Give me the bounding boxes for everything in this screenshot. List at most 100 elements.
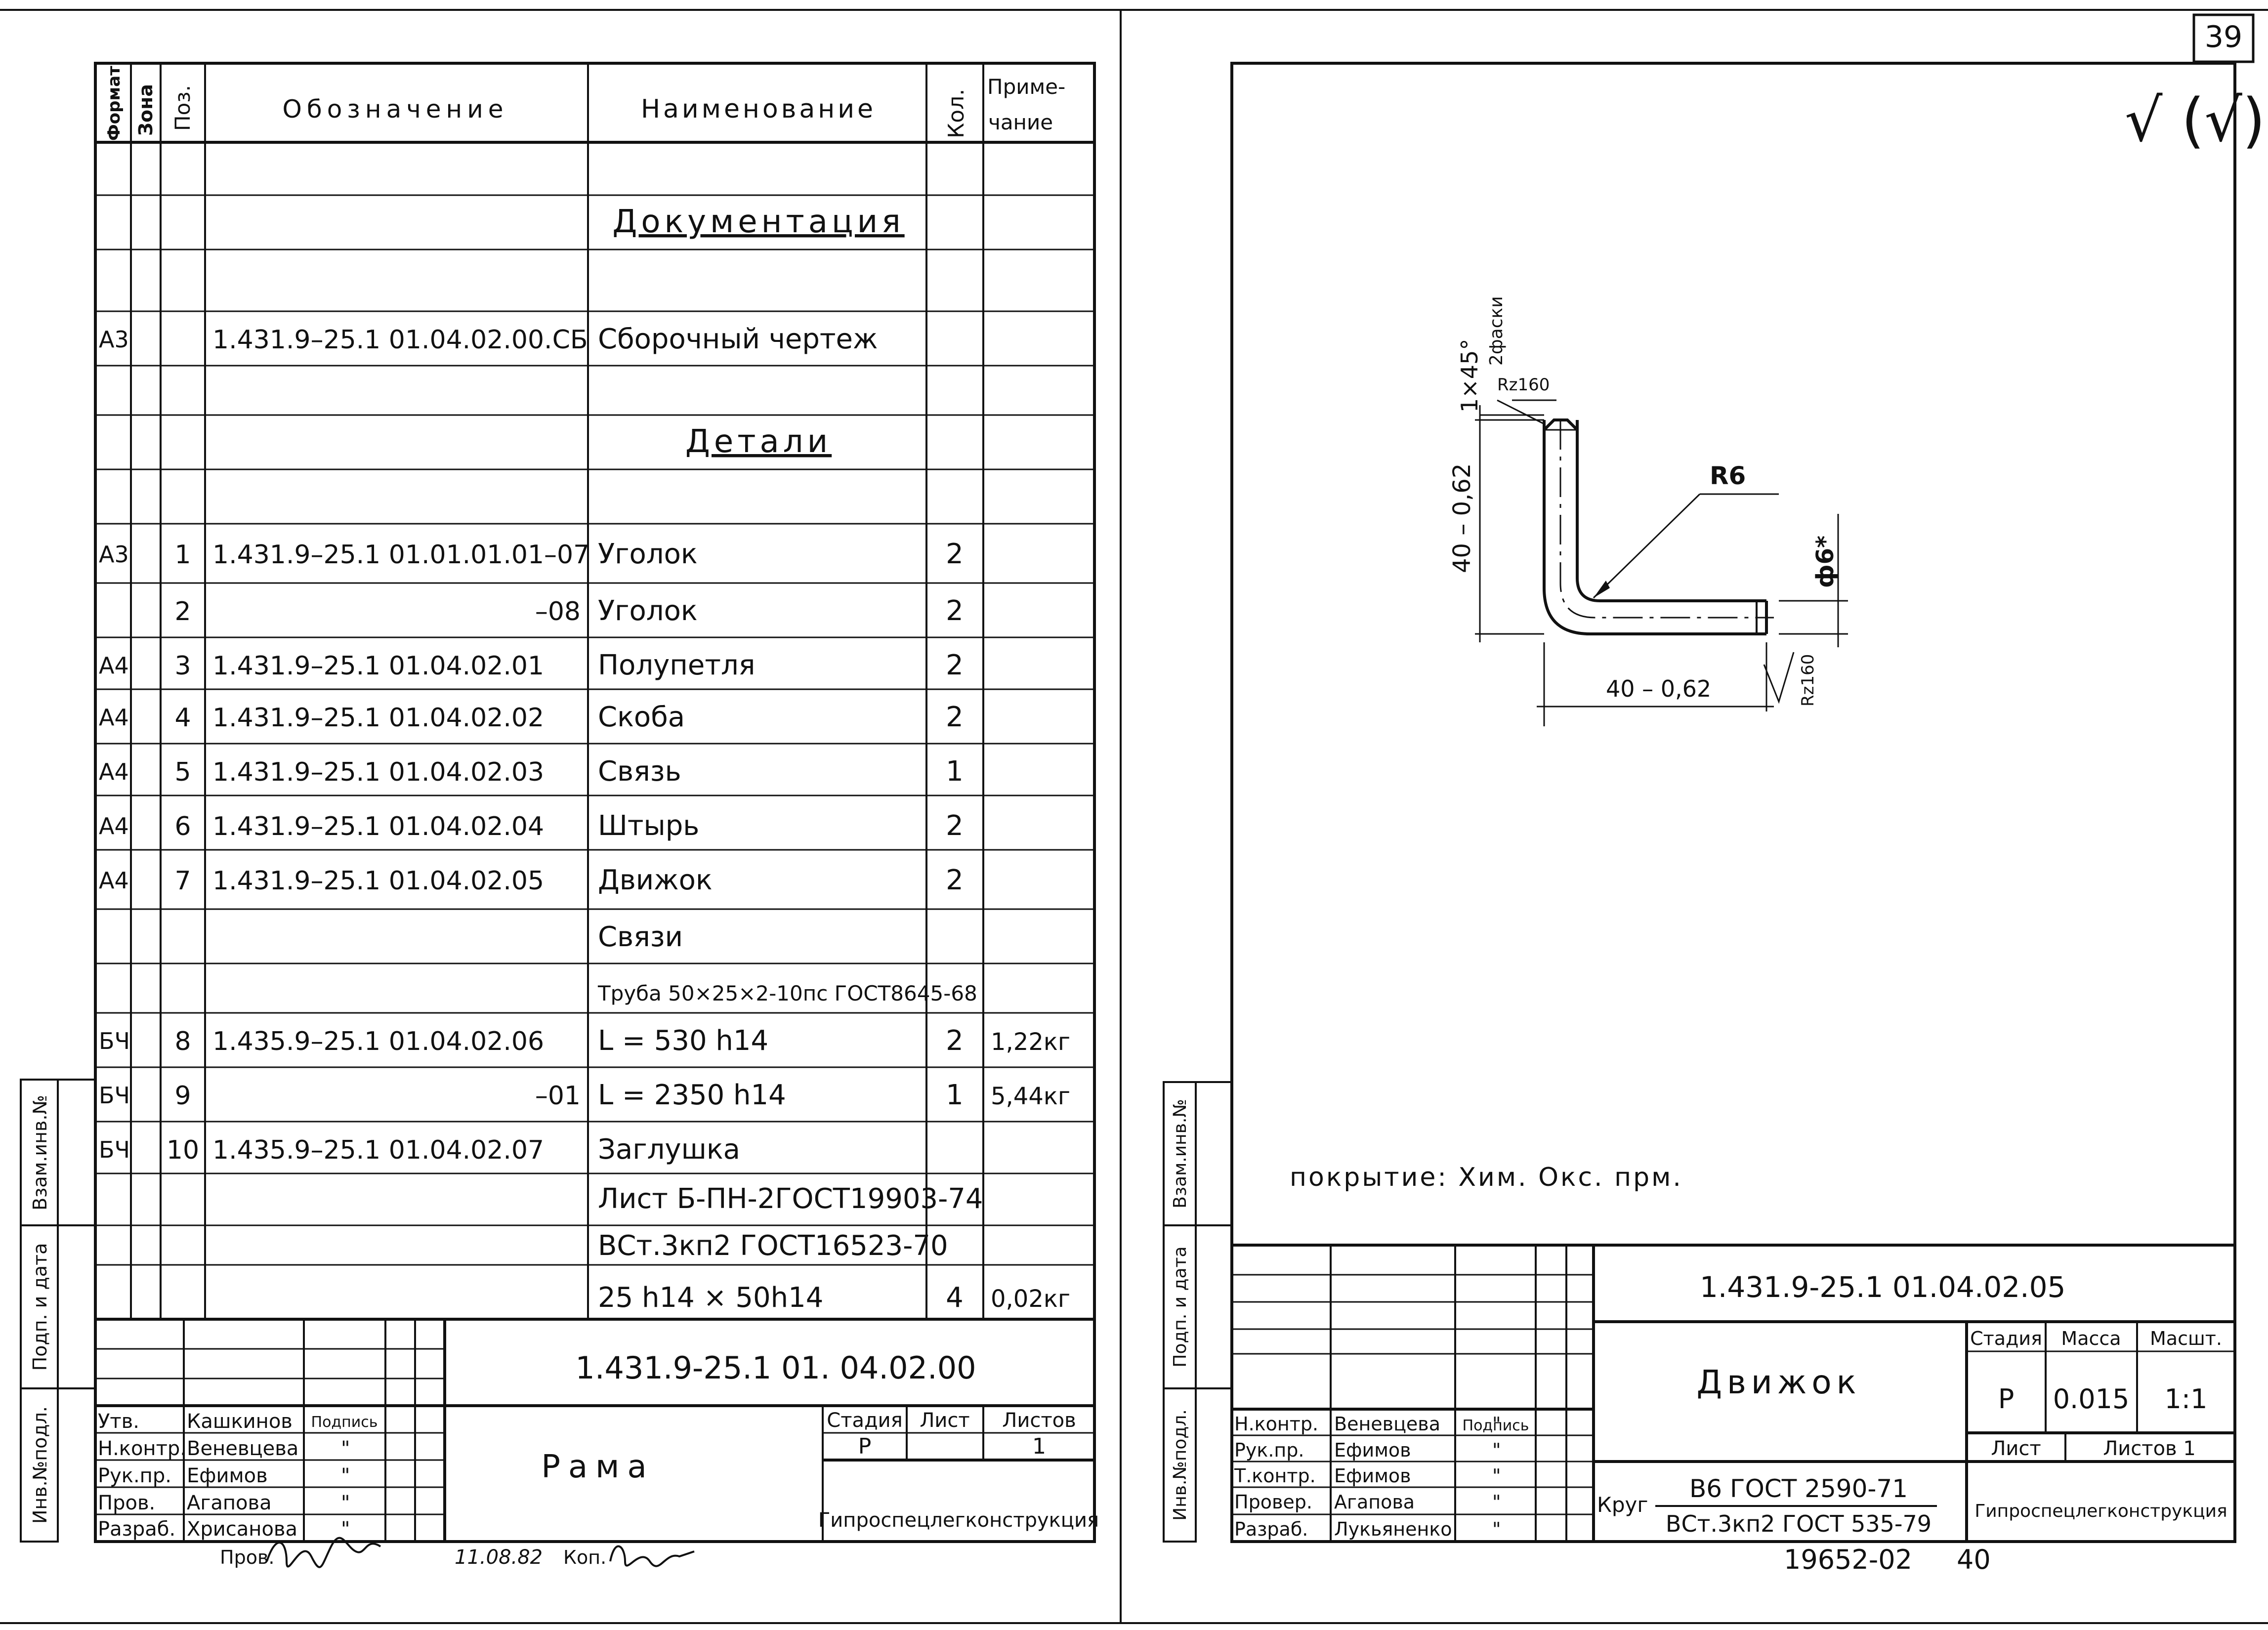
sheet-label: Лист — [1991, 1437, 2041, 1460]
item-qty: 4 — [946, 1282, 964, 1314]
scale-label: Масшт. — [2150, 1328, 2222, 1349]
item-qty: 2 — [946, 701, 964, 733]
section-heading: Документация — [612, 204, 904, 240]
item-name: Движок — [598, 864, 713, 896]
material-prefix: Круг — [1597, 1493, 1648, 1517]
roughness-end: Rz160 — [1798, 654, 1818, 707]
item-name: L = 2350 h14 — [598, 1079, 786, 1111]
dim-vertical: 40 – 0,62 — [1448, 463, 1476, 573]
header-qty: Кол. — [944, 89, 969, 138]
next-page: 40 — [1957, 1544, 1991, 1575]
item-position: 3 — [174, 651, 191, 681]
header-note-1: Приме- — [987, 75, 1065, 99]
assembly-title: Рама — [541, 1449, 654, 1485]
item-format: А4 — [99, 758, 129, 785]
item-designation: –01 — [535, 1081, 581, 1111]
item-format: А4 — [99, 652, 129, 679]
header-name: Наименование — [641, 94, 876, 124]
item-designation: 1.431.9–25.1 01.01.01.01–07 — [212, 540, 589, 570]
roughness-symbol: √ (√) — [2125, 86, 2266, 155]
signer-name: Агапова — [1334, 1491, 1415, 1513]
signature-header: Подпись — [1463, 1417, 1529, 1434]
item-name: L = 530 h14 — [598, 1025, 768, 1057]
signer-sign: " — [341, 1437, 350, 1460]
item-qty: 2 — [946, 1025, 964, 1057]
item-position: 8 — [174, 1027, 191, 1056]
item-format: БЧ — [99, 1028, 130, 1054]
item-name: Заглушка — [598, 1133, 740, 1166]
item-position: 4 — [174, 703, 191, 733]
item-note: 0,02кг — [991, 1285, 1070, 1313]
stamp-sign-date: Подп. и дата — [29, 1243, 51, 1371]
signer-role: Н.контр. — [98, 1437, 186, 1460]
stamp-orig-inv: Инв.№подл. — [29, 1406, 51, 1524]
signer-name: Лукьяненко — [1334, 1518, 1452, 1540]
sheets-label: Листов 1 — [2103, 1437, 2196, 1460]
item-designation: 1.431.9–25.1 01.04.02.00.СБ — [212, 325, 588, 355]
radius-label: R6 — [1710, 461, 1746, 490]
item-name: Сборочный чертеж — [598, 323, 878, 355]
item-position: 2 — [174, 597, 191, 627]
item-designation: 1.431.9–25.1 01.04.02.01 — [212, 651, 544, 681]
specification-sheet: Формат Зона Поз. Обозначение Наименовани… — [20, 62, 1099, 1569]
item-name: ВСт.3кп2 ГОСТ16523-70 — [598, 1230, 948, 1262]
stamp-sign-date: Подп. и дата — [1170, 1246, 1190, 1367]
signer-role: Н.контр. — [1234, 1413, 1318, 1435]
item-qty: 2 — [946, 595, 964, 627]
item-name: Уголок — [598, 595, 698, 627]
item-position: 9 — [174, 1081, 191, 1111]
stage-value: Р — [1998, 1383, 2015, 1415]
stamp-replace-inv: Взам.инв.№ — [1170, 1099, 1190, 1209]
doc-number: 19652-02 — [1784, 1544, 1912, 1575]
item-position: 5 — [174, 757, 191, 787]
signer-name: Кашкинов — [187, 1410, 293, 1433]
sheets-label: Листов — [1002, 1409, 1076, 1432]
signer-role: Рук.пр. — [1234, 1439, 1304, 1461]
stage-label: Стадия — [827, 1409, 902, 1432]
signer-sign: " — [1492, 1465, 1501, 1487]
item-qty: 1 — [946, 755, 964, 788]
signer-name: Агапова — [187, 1492, 272, 1514]
scale-value: 1:1 — [2165, 1383, 2208, 1415]
item-designation: 1.435.9–25.1 01.04.02.07 — [212, 1135, 544, 1165]
item-designation: 1.431.9–25.1 01.04.02.05 — [212, 866, 544, 896]
item-format: А4 — [99, 813, 129, 839]
checker-signature — [266, 1537, 381, 1568]
roughness-top: Rz160 — [1497, 375, 1550, 395]
item-position: 7 — [174, 866, 191, 896]
signer-sign: " — [341, 1464, 350, 1487]
page-number: 39 — [2205, 20, 2242, 54]
signer-sign: " — [1492, 1413, 1501, 1435]
item-position: 1 — [174, 540, 191, 570]
part-title: Движок — [1696, 1363, 1861, 1401]
part-drawing-sheet: √ (√) 40 – 0,62 1×45° 2фаски Rz160 — [1163, 62, 2266, 1575]
item-name: Лист Б-ПН-2ГОСТ19903-74 — [598, 1183, 983, 1215]
part-drawing: 40 – 0,62 1×45° 2фаски Rz160 R6 40 – 0,6… — [1448, 296, 1848, 726]
signer-sign: " — [1492, 1518, 1501, 1540]
item-qty: 2 — [946, 649, 964, 681]
stage-value: Р — [858, 1434, 872, 1459]
item-qty: 2 — [946, 810, 964, 842]
item-designation: –08 — [535, 597, 581, 627]
header-format: Формат — [104, 66, 124, 141]
stamp-orig-inv: Инв.№подл. — [1170, 1409, 1190, 1520]
item-position: 6 — [174, 812, 191, 841]
check-date: 11.08.82 — [455, 1546, 543, 1569]
sheets-value: 1 — [1032, 1434, 1046, 1459]
item-name: Штырь — [598, 810, 699, 842]
item-position: 10 — [167, 1135, 199, 1165]
item-name: Связи — [598, 921, 683, 953]
item-format: БЧ — [99, 1136, 130, 1163]
item-format: А3 — [99, 541, 129, 568]
item-note: 1,22кг — [991, 1028, 1070, 1056]
item-format: А4 — [99, 704, 129, 731]
signer-sign: " — [341, 1492, 350, 1514]
stage-label: Стадия — [1970, 1328, 2042, 1349]
item-name: Труба 50×25×2-10пс ГОСТ8645-68 — [597, 981, 977, 1005]
signer-name: Ефимов — [1334, 1465, 1411, 1487]
signer-role: Пров. — [98, 1492, 155, 1514]
item-name: Скоба — [598, 701, 685, 733]
signer-role: Утв. — [98, 1410, 139, 1433]
signer-sign: " — [341, 1518, 350, 1541]
